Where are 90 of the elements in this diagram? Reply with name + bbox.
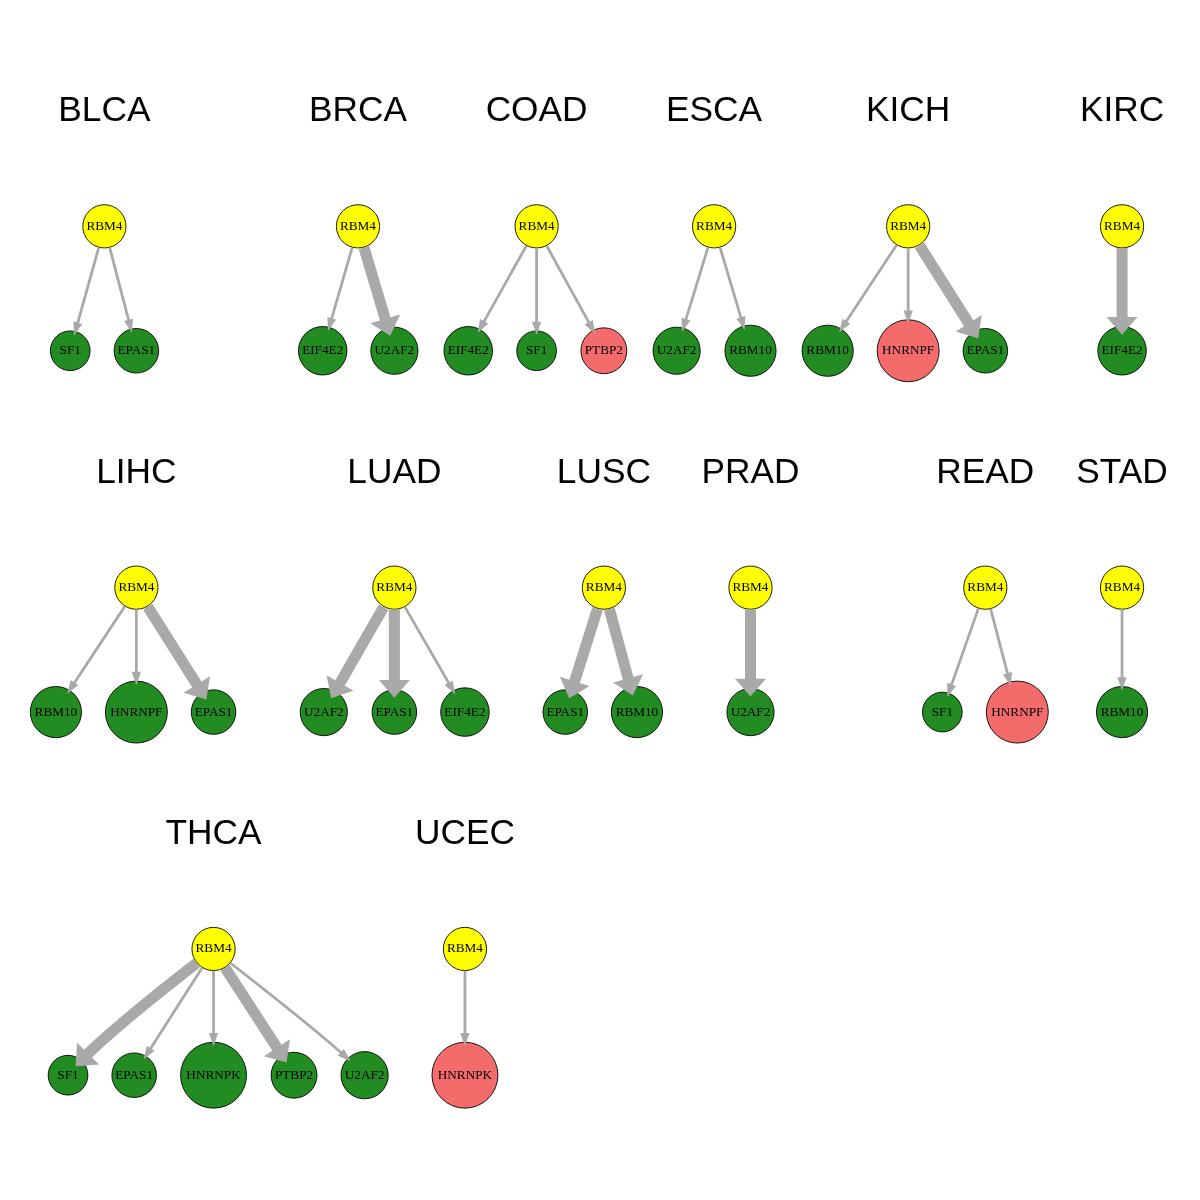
node-circle: HNRNPF — [104, 680, 168, 744]
node-circle: EIF4E2 — [298, 326, 348, 376]
arrow — [531, 248, 542, 336]
node-circle: SF1 — [516, 330, 557, 372]
node-circle: RBM4 — [886, 204, 931, 249]
arrow — [477, 245, 528, 333]
node-circle: RBM4 — [1100, 204, 1145, 249]
label: LUAD — [347, 450, 442, 490]
node-circle: SF1 — [49, 330, 91, 372]
arrow — [460, 970, 470, 1047]
arrow — [681, 247, 710, 332]
arrow — [1117, 609, 1127, 691]
arrow — [378, 609, 410, 698]
arrow — [839, 244, 898, 333]
label: STAD — [1076, 450, 1168, 490]
node-circle: RBM4 — [692, 204, 737, 249]
arrow — [143, 967, 204, 1060]
node-circle: PTBP2 — [580, 327, 628, 375]
arrow — [131, 609, 142, 686]
node-circle: RBM4 — [514, 204, 559, 249]
label: PRAD — [701, 450, 800, 490]
arrow — [903, 248, 913, 324]
node-circle: RBM4 — [114, 565, 159, 610]
node-circle: HNRNPK — [431, 1041, 499, 1109]
node-circle: U2AF2 — [340, 1051, 389, 1100]
label: LIHC — [96, 450, 177, 490]
arrow — [559, 607, 603, 699]
node-circle: U2AF2 — [726, 688, 775, 737]
arrow — [734, 609, 767, 697]
node-circle: U2AF2 — [652, 326, 701, 375]
node-circle: RBM4 — [372, 565, 417, 610]
arrow — [75, 958, 200, 1067]
node-circle: RBM4 — [191, 926, 236, 971]
arrow — [143, 603, 210, 700]
arrow — [403, 606, 456, 695]
node-circle: PTBP2 — [270, 1051, 318, 1099]
node-circle: RBM10 — [610, 686, 663, 739]
arrow — [358, 246, 401, 336]
node-circle: EIF4E2 — [443, 326, 493, 376]
node-circle: SF1 — [922, 691, 963, 733]
arrow — [67, 605, 126, 694]
arrow — [989, 608, 1012, 687]
arrow — [718, 247, 746, 331]
node-circle: EPAS1 — [371, 689, 418, 735]
node-circle: EPAS1 — [111, 1052, 157, 1098]
node-circle: EPAS1 — [542, 689, 588, 735]
arrow — [108, 247, 134, 333]
node-circle: RBM4 — [963, 565, 1008, 610]
node-circle: HNRNPF — [876, 319, 940, 383]
arrow — [545, 245, 596, 334]
node-circle: U2AF2 — [299, 688, 348, 737]
label: THCA — [165, 812, 262, 851]
arrow — [220, 964, 290, 1063]
label: UCEC — [414, 812, 515, 851]
node-circle: HNRNPF — [985, 680, 1049, 744]
label: KICH — [866, 89, 951, 129]
node-circle: RBM4 — [335, 204, 381, 249]
arrow — [327, 247, 354, 331]
node-circle: RBM4 — [82, 204, 127, 249]
node-circle: EIF4E2 — [440, 687, 490, 737]
node-circle: EPAS1 — [113, 328, 160, 374]
node-circle: SF1 — [47, 1054, 89, 1096]
node-circle: RBM4 — [1100, 565, 1145, 610]
node-circle: RBM4 — [442, 926, 487, 971]
arrow — [1106, 248, 1138, 335]
node-circle: EPAS1 — [190, 689, 237, 735]
node-circle: RBM4 — [728, 565, 773, 610]
arrow — [914, 242, 982, 339]
arrow — [208, 970, 219, 1047]
arrow — [604, 607, 644, 696]
arrow — [947, 607, 980, 697]
arrow — [73, 247, 101, 336]
node-circle: EIF4E2 — [1097, 326, 1147, 376]
arrow — [326, 604, 389, 699]
node-circle: U2AF2 — [370, 326, 419, 375]
label: BLCA — [58, 89, 151, 129]
node-circle: RBM4 — [581, 565, 626, 610]
label: KIRC — [1079, 89, 1165, 129]
node-circle: RBM10 — [801, 324, 854, 377]
label: ESCA — [666, 89, 763, 129]
node-circle: RBM10 — [1096, 686, 1149, 739]
label: READ — [936, 450, 1035, 490]
label: COAD — [485, 89, 588, 129]
node-circle: RBM10 — [29, 686, 82, 739]
node-circle: HNRNPK — [180, 1041, 247, 1109]
label: BRCA — [309, 89, 407, 129]
node-circle: RBM10 — [724, 324, 777, 377]
node-circle: EPAS1 — [962, 328, 1009, 374]
arrow — [229, 962, 351, 1062]
label: LUSC — [556, 450, 651, 490]
